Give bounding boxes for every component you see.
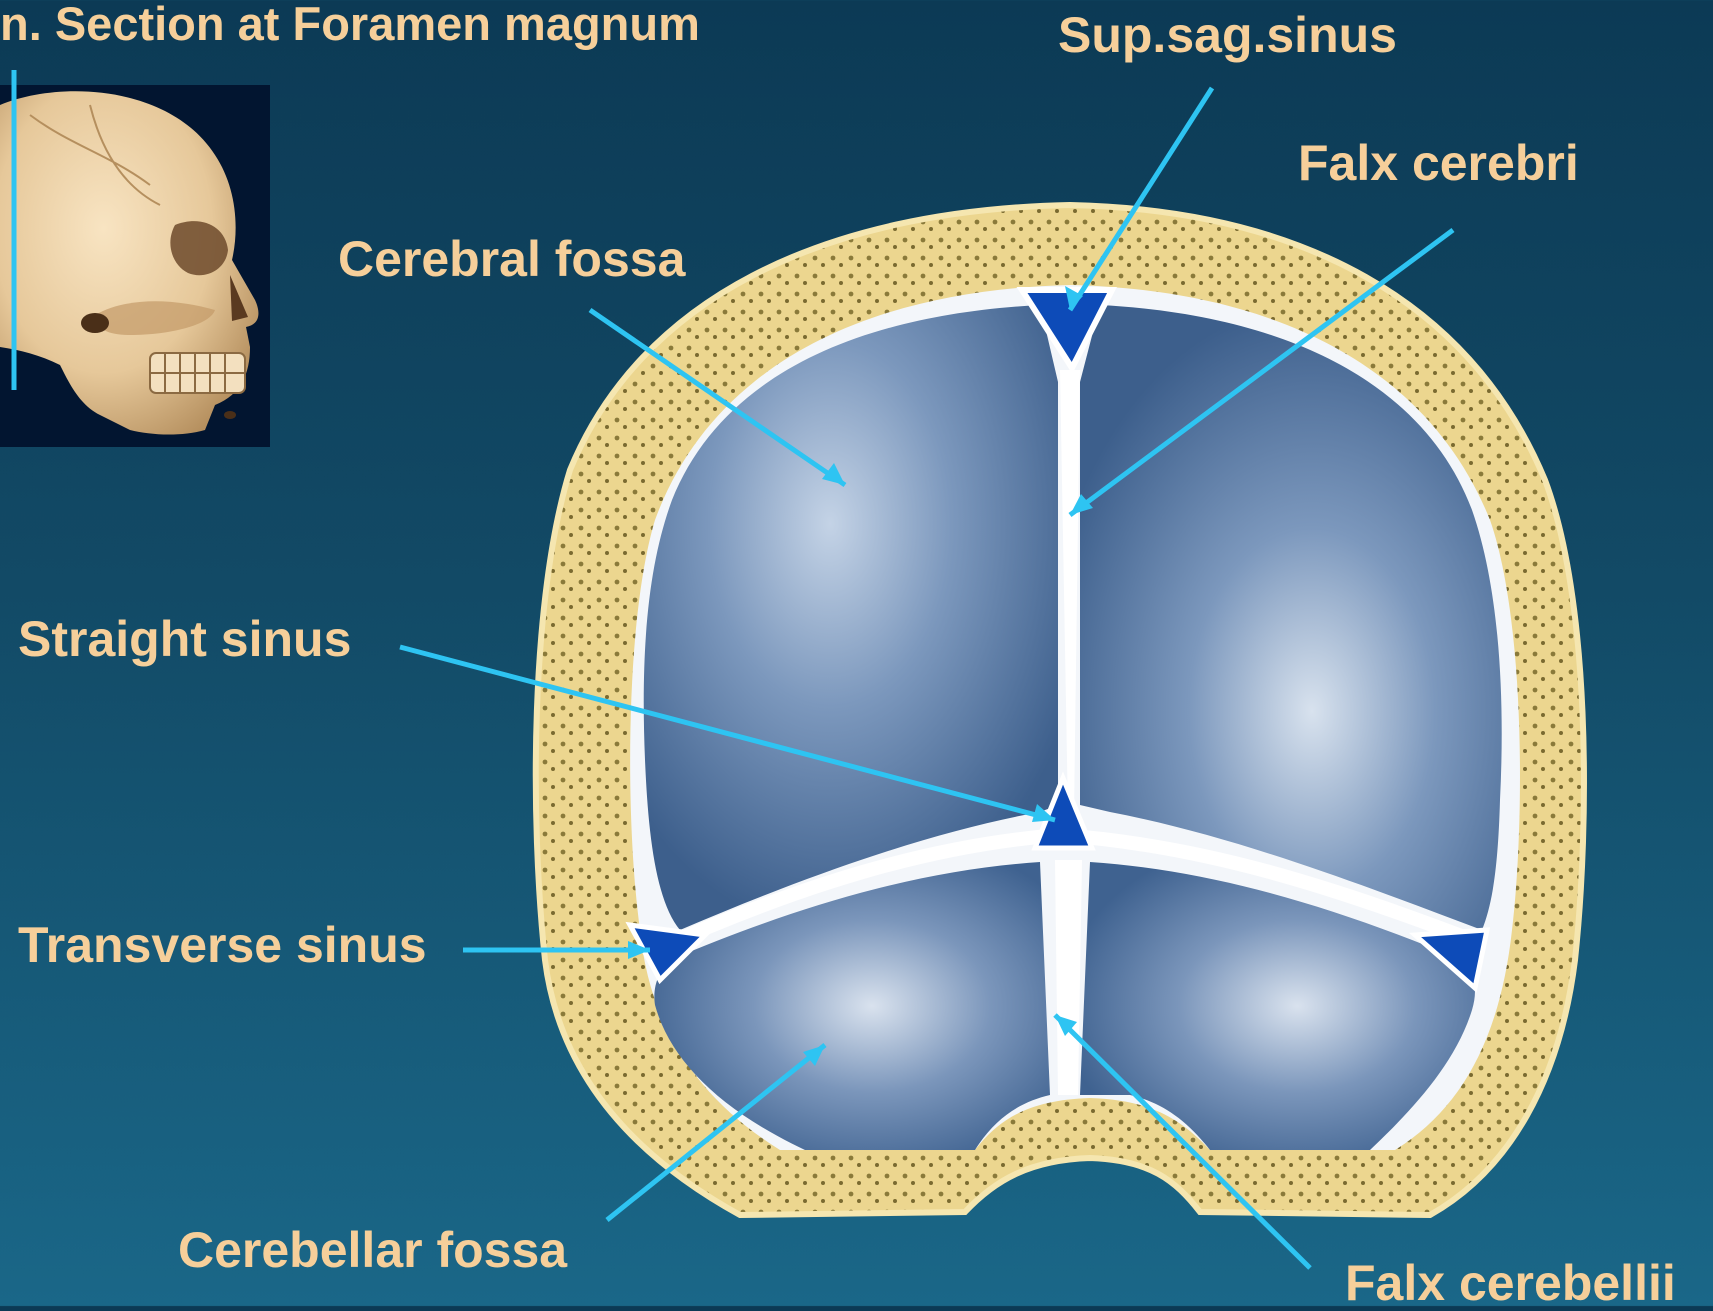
label-falx-cerebellii: Falx cerebellii [1345,1258,1676,1308]
label-cerebral-fossa: Cerebral fossa [338,234,685,284]
falx-cerebelli-fold [1055,860,1082,1095]
label-sup-sag-sinus: Sup.sag.sinus [1058,10,1397,60]
label-transverse-sinus: Transverse sinus [18,920,427,970]
section-title: n. Section at Foramen magnum [0,0,700,47]
label-cerebellar-fossa: Cerebellar fossa [178,1225,567,1275]
label-straight-sinus: Straight sinus [18,614,351,664]
label-falx-cerebri: Falx cerebri [1298,138,1579,188]
